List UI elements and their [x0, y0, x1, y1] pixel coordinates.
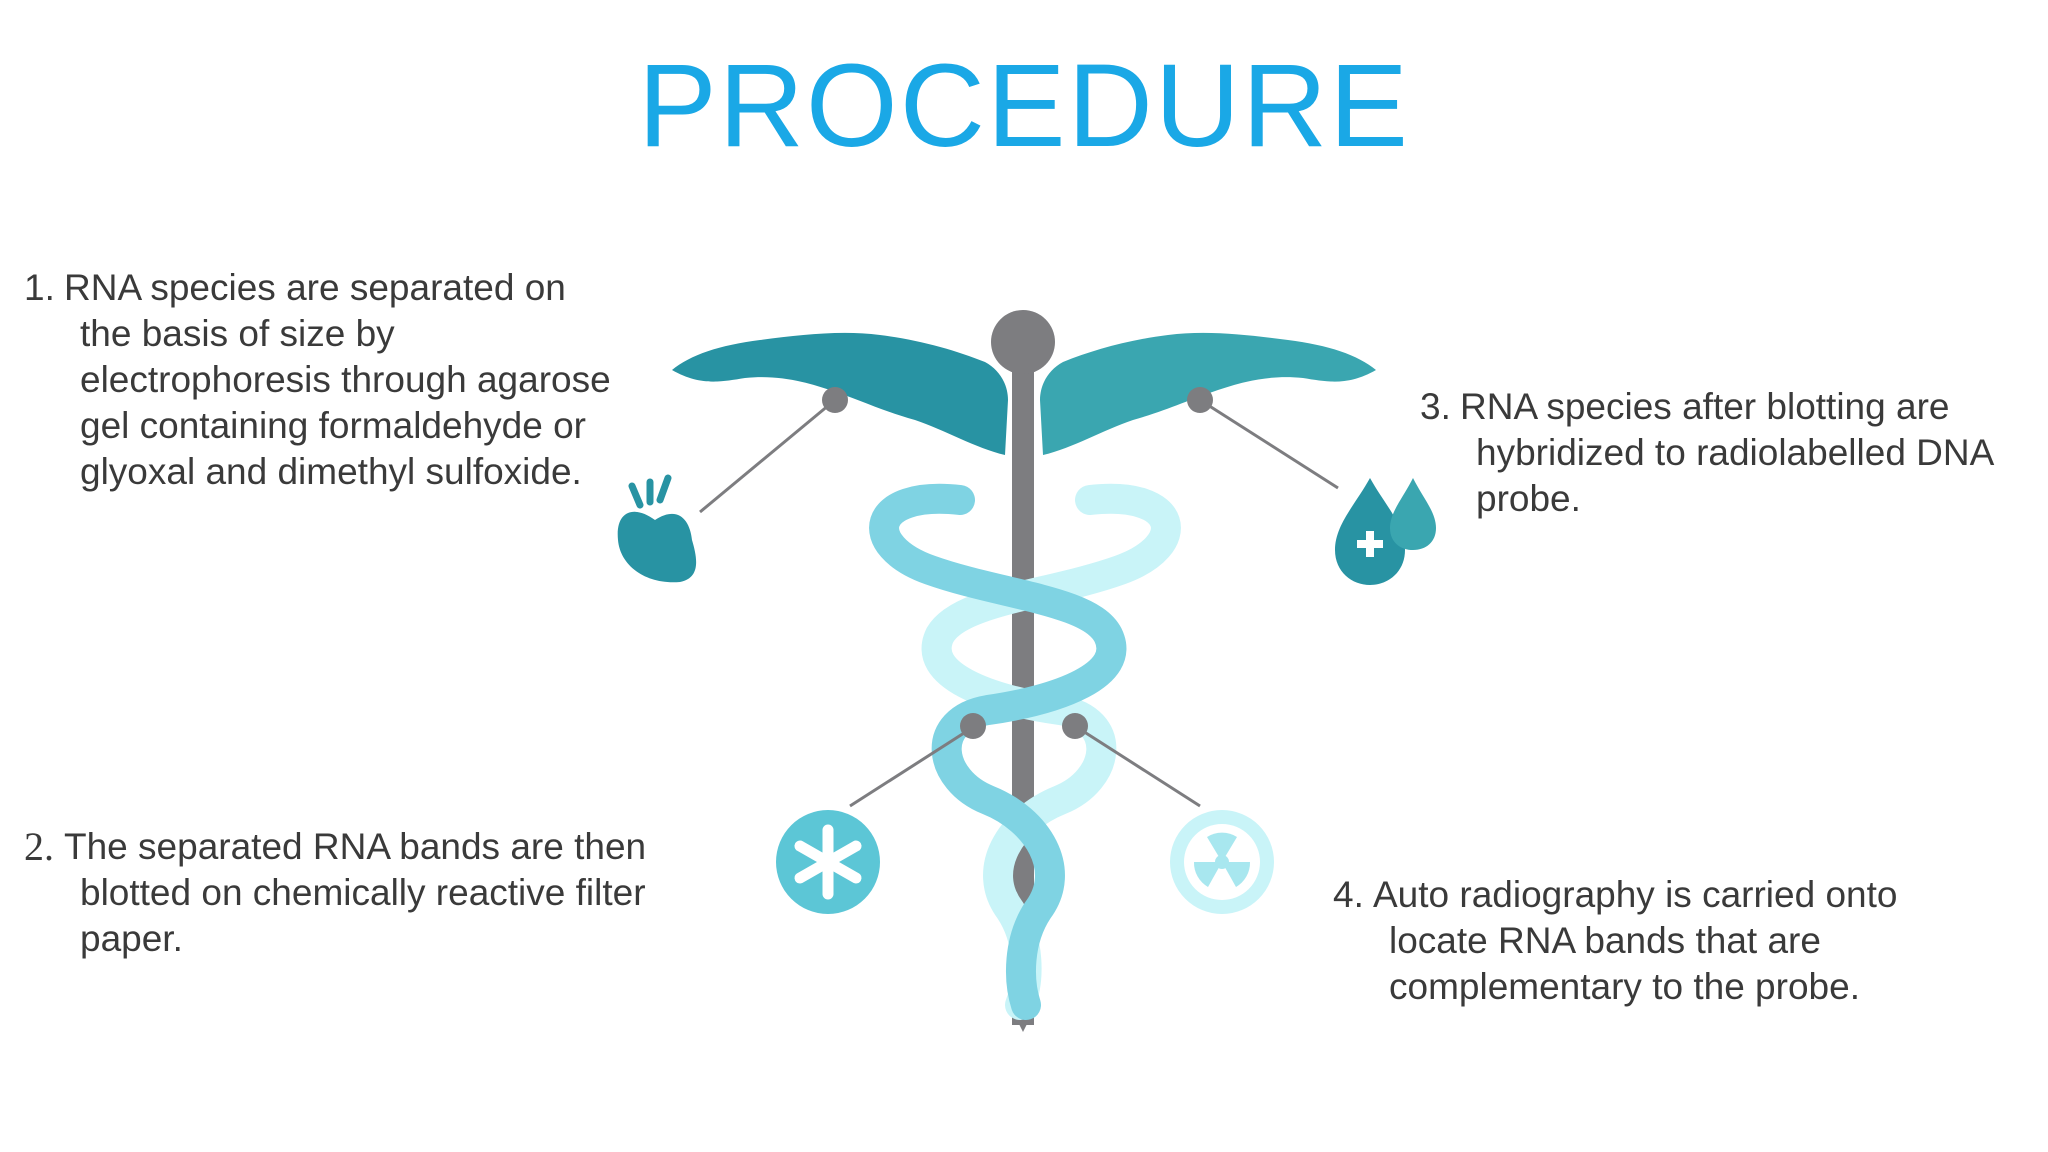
page-title: PROCEDURE: [638, 40, 1410, 172]
step-4-number: 4.: [1333, 874, 1364, 915]
step-3: 3. RNA species after blotting are hybrid…: [1420, 384, 2048, 522]
step-2: 2. The separated RNA bands are then blot…: [24, 824, 704, 962]
heart-icon: [617, 474, 697, 583]
blood-drop-icon: [1335, 478, 1436, 585]
step-1-number: 1.: [24, 267, 55, 308]
step-2-text: The separated RNA bands are then blotted…: [64, 826, 647, 959]
connector-dot: [822, 387, 848, 413]
connector-dot: [1062, 713, 1088, 739]
step-4: 4. Auto radiography is carried onto loca…: [1333, 872, 1973, 1010]
connectors: [699, 398, 1339, 808]
right-wing: [1040, 332, 1376, 455]
snake-dark: [869, 483, 1127, 1020]
step-4-text: Auto radiography is carried onto locate …: [1373, 874, 1898, 1007]
connector-dot: [1187, 387, 1213, 413]
staff-knob: [991, 310, 1055, 374]
step-1: 1. RNA species are separated on the basi…: [24, 265, 624, 495]
connector-dot: [960, 713, 986, 739]
connector-dots: [822, 387, 1213, 739]
caduceus-icon: [672, 310, 1376, 1032]
asterisk-icon: [776, 810, 880, 914]
left-wing: [672, 332, 1008, 455]
step-1-text: RNA species are separated on the basis o…: [64, 267, 611, 492]
step-3-number: 3.: [1420, 386, 1451, 427]
radiation-icon: [1170, 810, 1274, 914]
step-3-text: RNA species after blotting are hybridize…: [1460, 386, 1993, 519]
step-2-number: 2.: [24, 824, 54, 869]
